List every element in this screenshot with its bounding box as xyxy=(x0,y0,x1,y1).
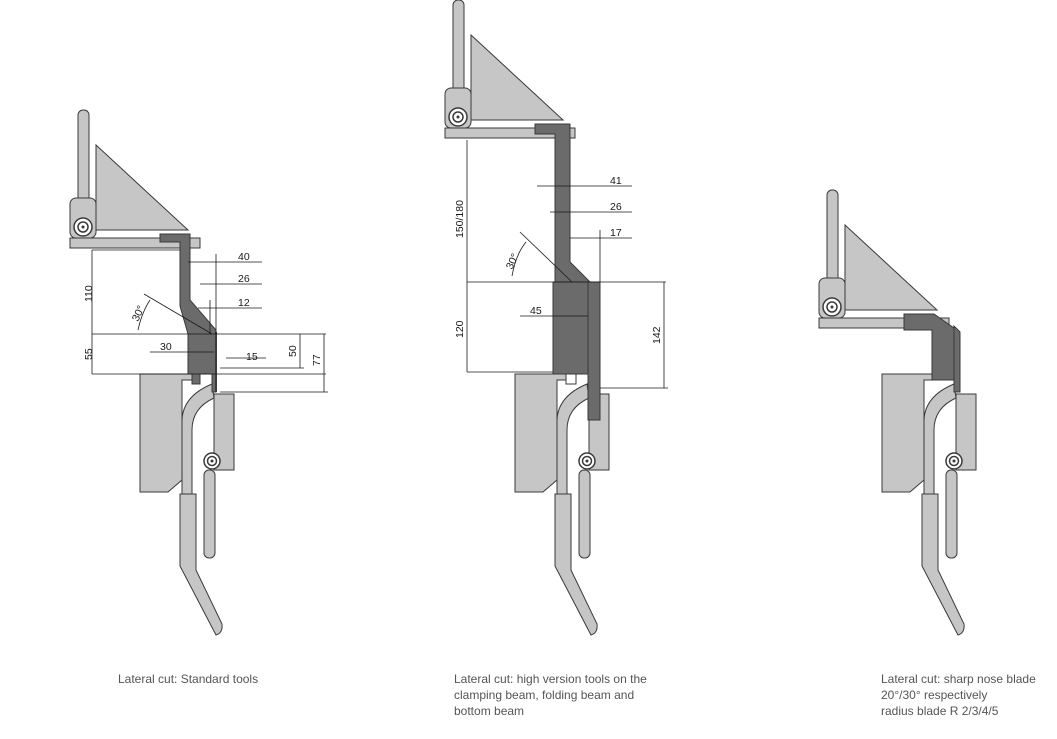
caption-line: Lateral cut: sharp nose blade xyxy=(881,672,1036,686)
dim-40: 40 xyxy=(238,251,250,263)
caption-line: radius blade R 2/3/4/5 xyxy=(881,704,999,718)
figure-sharp-nose-blade xyxy=(818,189,977,636)
dim-30: 30 xyxy=(160,341,172,353)
dim-50: 50 xyxy=(287,345,299,357)
dim-12: 12 xyxy=(238,297,250,309)
caption-line: clamping beam, folding beam and xyxy=(454,688,635,702)
dim-angle-30: 30° xyxy=(504,252,522,271)
dim-angle-30: 30° xyxy=(130,304,148,323)
dim-120: 120 xyxy=(454,320,466,338)
dim-26: 26 xyxy=(238,273,250,285)
caption-line: Lateral cut: Standard tools xyxy=(118,672,259,686)
dim-77: 77 xyxy=(311,354,323,366)
dim-26: 26 xyxy=(610,201,622,213)
caption-line: bottom beam xyxy=(454,704,525,718)
figure-standard-tools: 40 26 12 110 30° 30 15 55 50 77 xyxy=(69,109,328,636)
dim-150-180: 150/180 xyxy=(454,200,466,238)
caption-line: 20°/30° respectively xyxy=(881,688,988,702)
dim-142: 142 xyxy=(651,326,663,344)
caption-sharp-nose-blade: Lateral cut: sharp nose blade 20°/30° re… xyxy=(881,671,1036,719)
dim-45: 45 xyxy=(530,305,542,317)
caption-line: Lateral cut: high version tools on the xyxy=(454,672,647,686)
figure-high-version-tools: 41 26 17 150/180 30° 45 120 142 xyxy=(444,0,668,636)
caption-high-version-tools: Lateral cut: high version tools on the c… xyxy=(454,671,647,719)
technical-drawing: 40 26 12 110 30° 30 15 55 50 77 xyxy=(69,0,977,636)
dim-55: 55 xyxy=(83,348,95,360)
dim-17: 17 xyxy=(610,227,622,239)
caption-standard-tools: Lateral cut: Standard tools xyxy=(118,671,258,687)
dim-15: 15 xyxy=(246,351,258,363)
dim-41: 41 xyxy=(610,175,622,187)
dim-110: 110 xyxy=(83,285,95,302)
